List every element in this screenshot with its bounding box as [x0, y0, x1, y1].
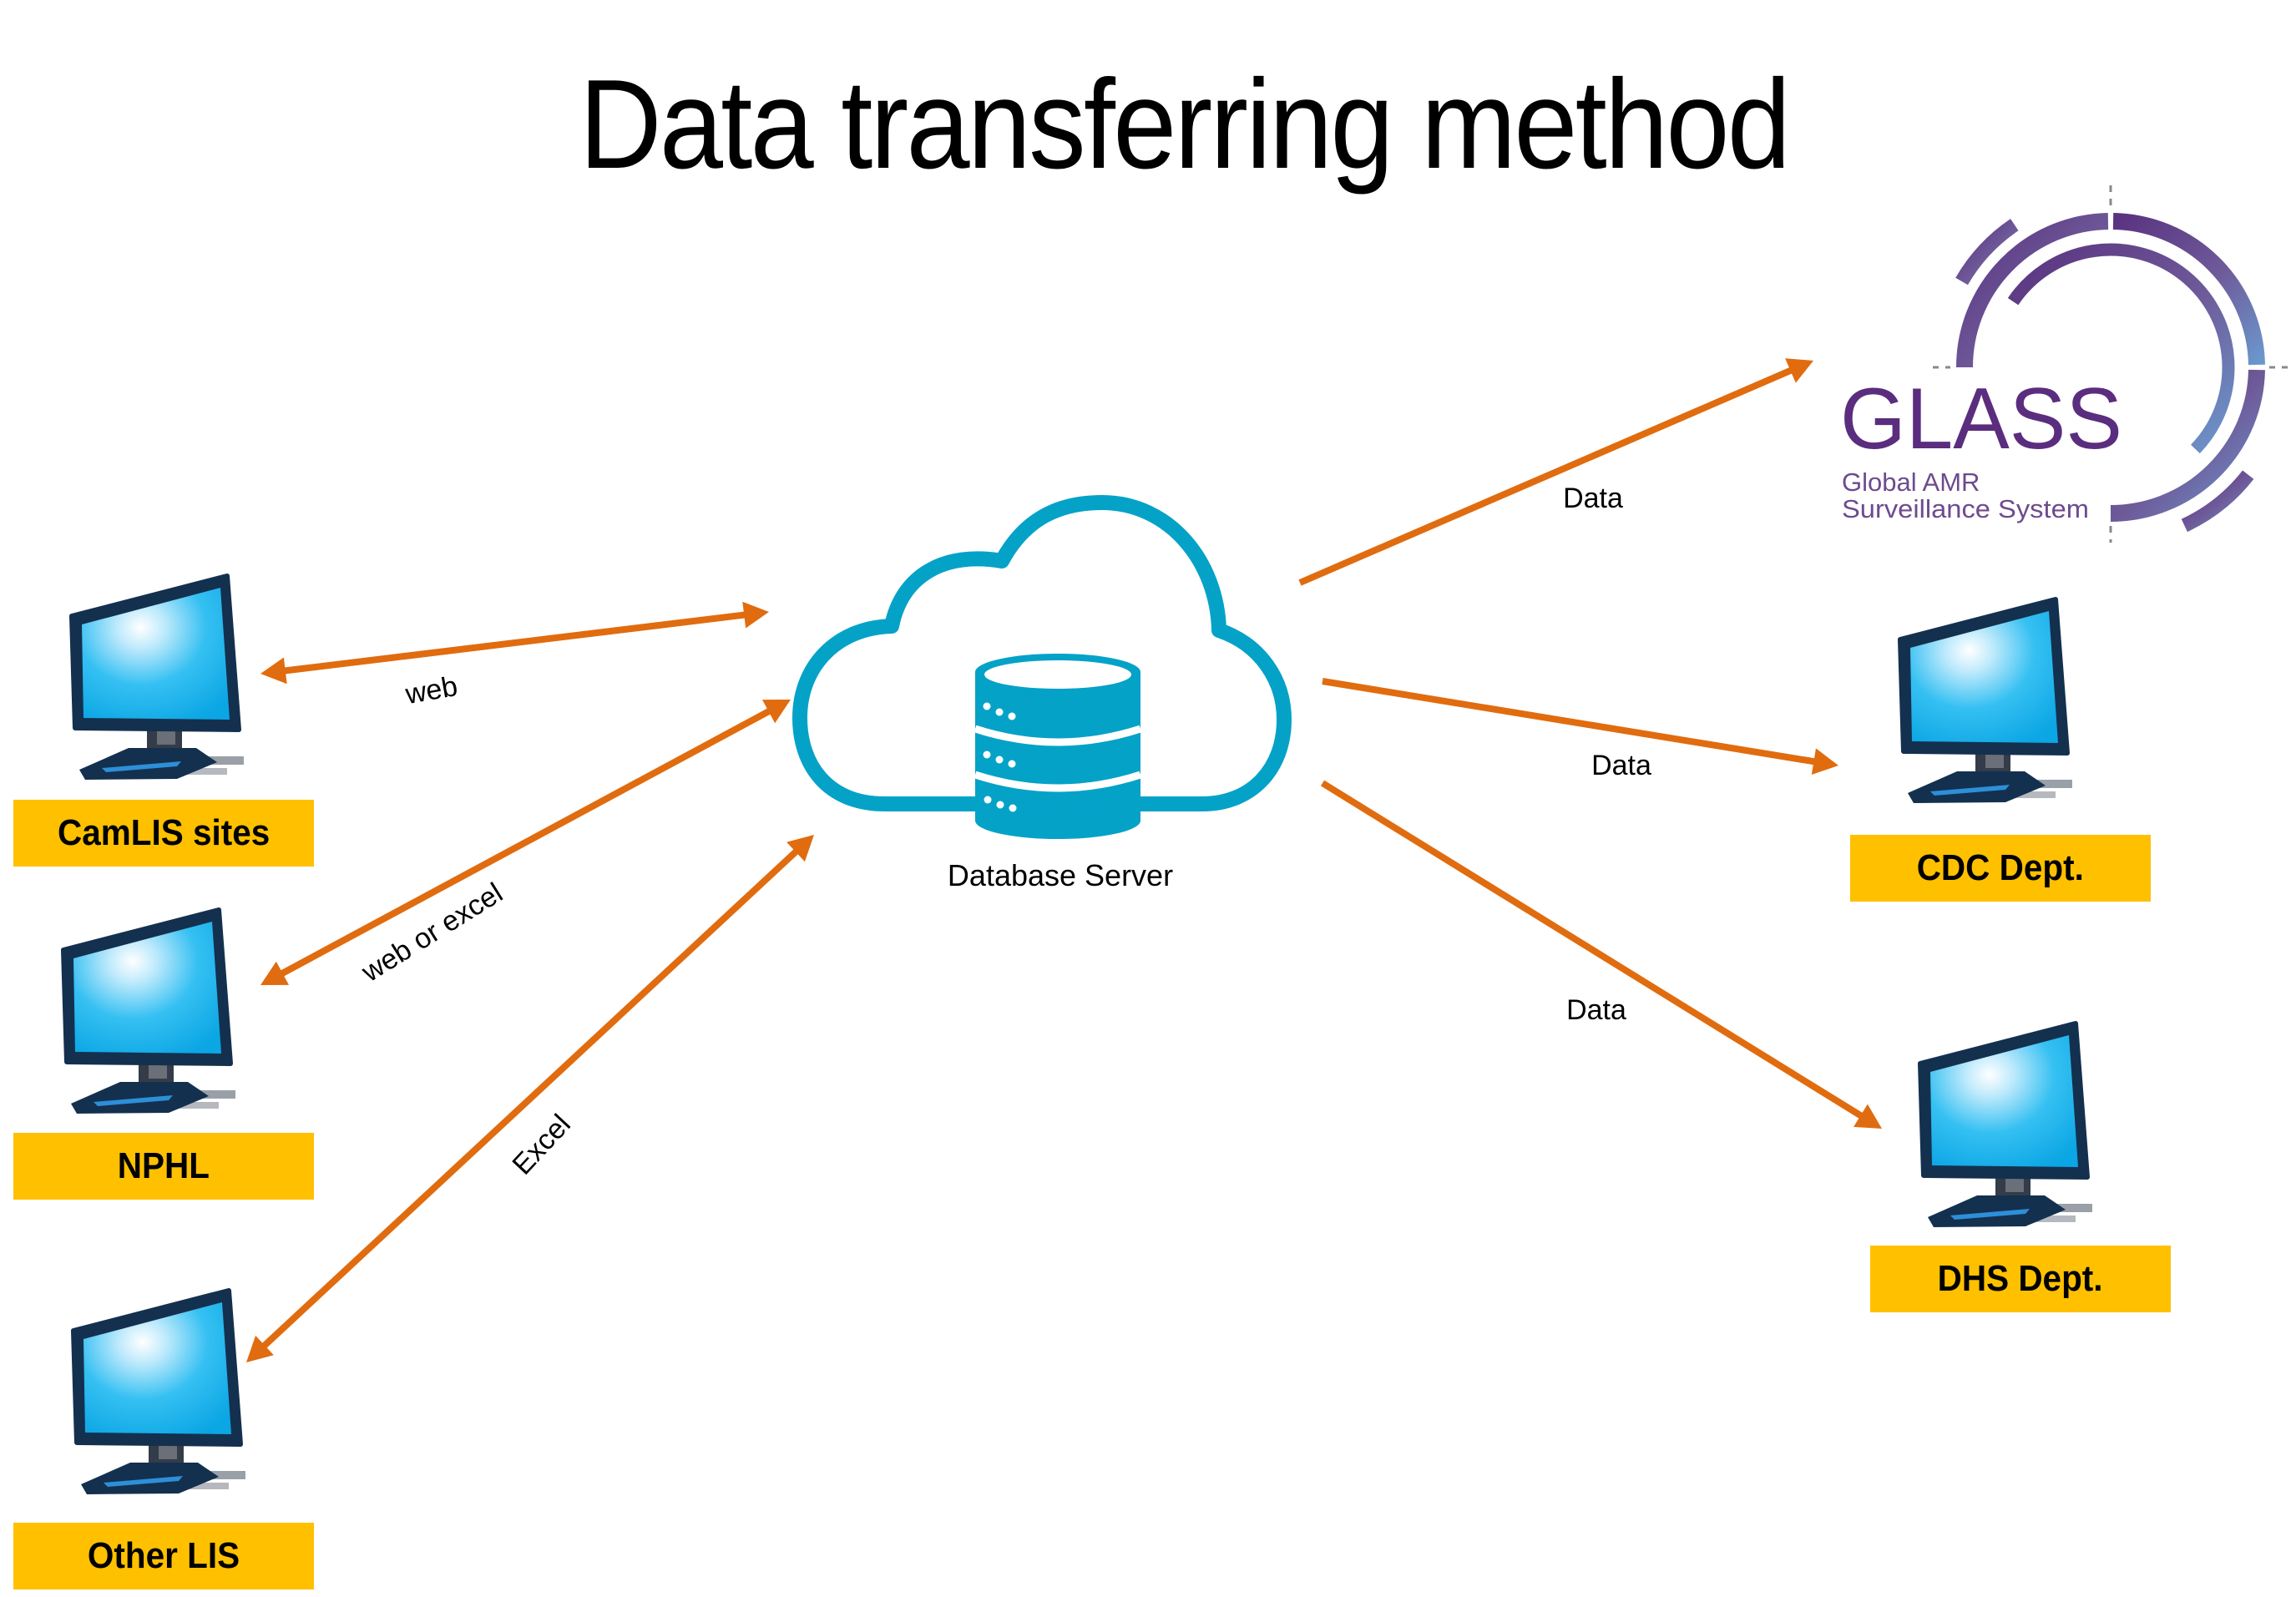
database-icon [974, 654, 1142, 839]
source-label-other-lis: Other LIS [13, 1523, 314, 1589]
arrow-head [1811, 748, 1838, 775]
arrow-shaft [1322, 678, 1818, 766]
arrow-server-dhs [1320, 780, 1882, 1129]
arrow-shaft [1320, 780, 1865, 1120]
glass-crosshair [1933, 185, 2288, 543]
arrow-server-glass [1298, 358, 1813, 586]
glass-ring-icon [1955, 213, 2265, 533]
arrow-head [742, 601, 769, 629]
arrow-head [246, 1335, 274, 1362]
database-server-caption: Database Server [947, 858, 1174, 892]
glass-logo: GLASS Global AMR Surveillance System [1840, 185, 2288, 543]
arrow-head [1853, 1104, 1882, 1129]
arrow-head [786, 835, 814, 862]
cloud-database-icon [792, 495, 1292, 839]
arrow-server-cdc [1322, 678, 1838, 775]
edge-label-data-cdc: Data [1591, 750, 1651, 781]
glass-ring-inner-segment [2007, 243, 2235, 454]
monitor-icon [60, 571, 252, 796]
arrow-shaft [260, 847, 801, 1351]
arrow-shaft [281, 611, 748, 675]
arrow-head [260, 657, 287, 685]
edge-label-data-glass: Data [1563, 483, 1623, 514]
destination-label-dhs: DHS Dept. [1870, 1246, 2171, 1312]
arrow-head [1785, 358, 1813, 383]
glass-tagline-2: Surveillance System [1842, 494, 2089, 523]
cloud-outline [792, 495, 1292, 811]
glass-ring-outer-segment [1955, 219, 2019, 286]
page-title: Data transferring method [579, 53, 1791, 195]
glass-ring-main-segment [2112, 213, 2265, 366]
glass-ring-outer-segment [2181, 470, 2254, 533]
arrow-head [762, 700, 791, 724]
monitor-icon [62, 1286, 254, 1511]
glass-ring-main-segment [2110, 369, 2265, 522]
connection-arrows [246, 358, 1882, 1362]
monitor-icon [1889, 594, 2081, 820]
glass-wordmark: GLASS [1840, 371, 2122, 467]
arrow-head [260, 961, 289, 985]
arrow-shaft [277, 706, 774, 978]
arrow-other-lis-server [246, 835, 814, 1362]
arrow-shaft [1298, 366, 1795, 586]
arrow-camlis-server [260, 601, 769, 685]
edge-label-data-dhs: Data [1566, 994, 1626, 1026]
destination-label-cdc: CDC Dept. [1850, 835, 2151, 902]
monitor-icon [1909, 1018, 2101, 1244]
arrow-nphl-server [260, 700, 791, 985]
source-label-nphl: NPHL [13, 1133, 314, 1200]
source-label-camlis: CamLIS sites [13, 800, 314, 867]
monitor-icon [52, 905, 244, 1130]
glass-ring-main-segment [1956, 213, 2109, 368]
glass-tagline-1: Global AMR [1842, 467, 1980, 497]
